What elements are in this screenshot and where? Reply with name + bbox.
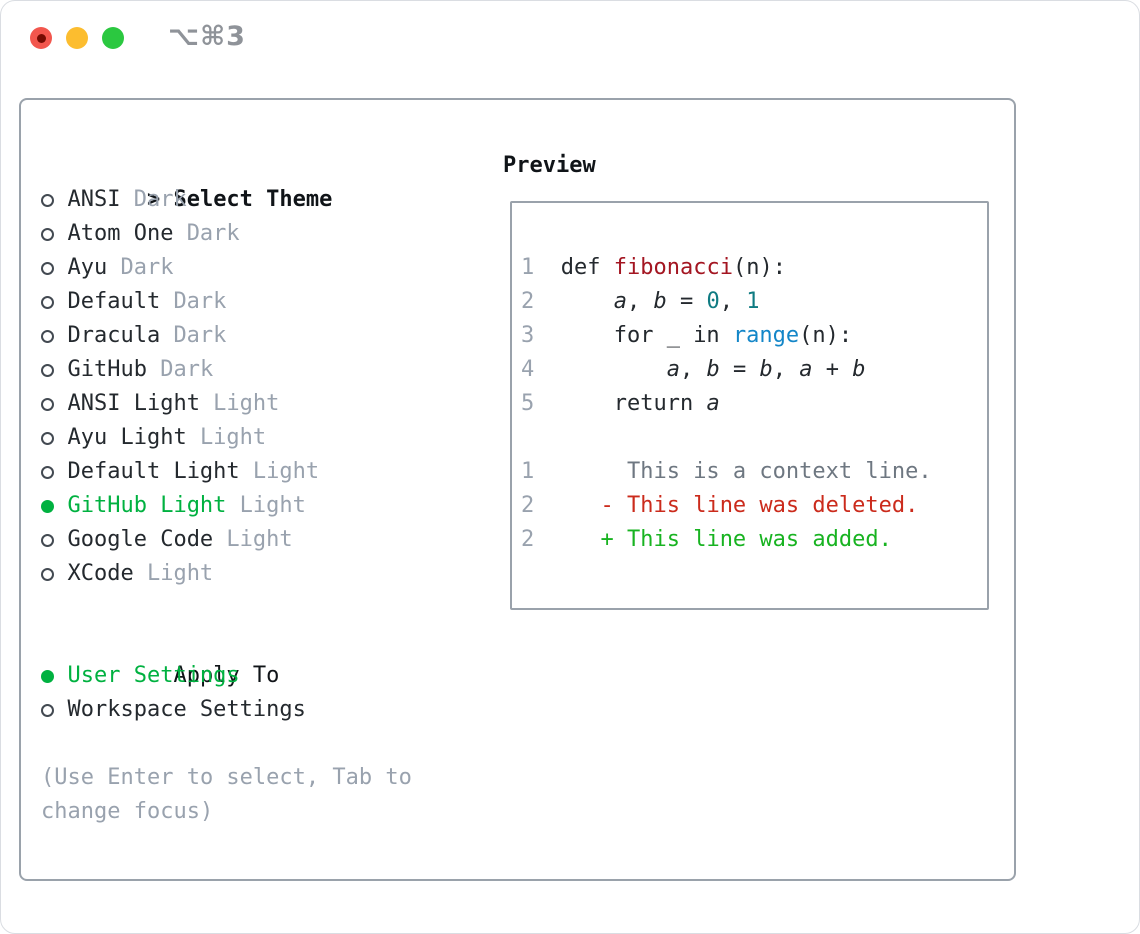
theme-option[interactable]: Ayu Light Light bbox=[41, 421, 475, 455]
close-button[interactable] bbox=[30, 27, 52, 49]
theme-variant: Dark bbox=[173, 323, 227, 348]
code-line: 1 def fibonacci(n): bbox=[521, 255, 786, 280]
radio-icon bbox=[41, 523, 67, 557]
apply-to-label: Apply To bbox=[173, 663, 280, 688]
radio-icon bbox=[41, 285, 67, 319]
record-dot-icon bbox=[36, 33, 46, 43]
code-line bbox=[521, 421, 987, 455]
radio-icon bbox=[41, 659, 67, 693]
radio-selected-icon bbox=[41, 500, 54, 513]
theme-variant: Light bbox=[252, 459, 320, 484]
code-line: 2 - This line was deleted. bbox=[521, 493, 919, 518]
theme-variant: Dark bbox=[173, 289, 227, 314]
code-line: 2 a, b = 0, 1 bbox=[521, 289, 760, 314]
radio-unselected-icon bbox=[41, 432, 54, 445]
spacer bbox=[41, 727, 475, 761]
radio-icon bbox=[41, 251, 67, 285]
apply-option[interactable]: User Settings bbox=[41, 659, 475, 693]
code-line: 3 for _ in range(n): bbox=[521, 323, 853, 348]
theme-variant: Light bbox=[226, 527, 293, 552]
radio-unselected-icon bbox=[41, 398, 54, 411]
theme-option[interactable]: Ayu Dark bbox=[41, 251, 475, 285]
apply-to-header: Apply To bbox=[41, 625, 475, 688]
theme-option[interactable]: Atom One Dark bbox=[41, 217, 475, 251]
radio-icon bbox=[41, 183, 67, 217]
radio-unselected-icon bbox=[41, 534, 54, 547]
theme-variant: Light bbox=[239, 493, 306, 518]
preview-code: 1 def fibonacci(n): 2 a, b = 0, 1 3 for _ … bbox=[512, 203, 987, 557]
theme-option[interactable]: Google Code Light bbox=[41, 523, 475, 557]
radio-unselected-icon bbox=[41, 262, 54, 275]
preview-box: 1 def fibonacci(n): 2 a, b = 0, 1 3 for _ … bbox=[510, 201, 989, 610]
radio-unselected-icon bbox=[41, 364, 54, 377]
radio-unselected-icon bbox=[41, 330, 54, 343]
theme-name: ANSI Light bbox=[67, 391, 200, 416]
theme-name: Atom One bbox=[67, 221, 174, 246]
code-line: 2 + This line was added. bbox=[521, 527, 892, 552]
radio-unselected-icon bbox=[41, 296, 54, 309]
radio-icon bbox=[41, 489, 67, 523]
radio-icon bbox=[41, 455, 67, 489]
radio-unselected-icon bbox=[41, 466, 54, 479]
theme-variant: Dark bbox=[160, 357, 214, 382]
prompt-marker: > bbox=[146, 187, 161, 212]
select-theme-label: Select Theme bbox=[173, 187, 333, 212]
spacer bbox=[41, 591, 475, 625]
titlebar: ⌥⌘3 bbox=[1, 1, 1139, 98]
hint-text: (Use Enter to select, Tab to change focu… bbox=[41, 765, 412, 824]
apply-option[interactable]: Workspace Settings bbox=[41, 693, 475, 727]
radio-icon bbox=[41, 217, 67, 251]
radio-unselected-icon bbox=[41, 568, 54, 581]
radio-unselected-icon bbox=[41, 194, 54, 207]
code-line: 4 a, b = b, a + b bbox=[521, 357, 866, 382]
theme-name: Default bbox=[67, 289, 161, 314]
theme-option[interactable]: GitHub Light Light bbox=[41, 489, 475, 523]
theme-option[interactable]: Default Dark bbox=[41, 285, 475, 319]
apply-option-label: User Settings bbox=[67, 663, 240, 688]
radio-icon bbox=[41, 693, 67, 727]
theme-name: Google Code bbox=[67, 527, 214, 552]
radio-icon bbox=[41, 319, 67, 353]
theme-name: Dracula bbox=[67, 323, 161, 348]
theme-option[interactable]: GitHub Dark bbox=[41, 353, 475, 387]
code-line: 5 return a bbox=[521, 391, 720, 416]
radio-unselected-icon bbox=[41, 228, 54, 241]
theme-variant: Dark bbox=[133, 187, 187, 212]
theme-variant: Dark bbox=[186, 221, 240, 246]
select-theme-header: > Select Theme bbox=[41, 149, 475, 212]
theme-variant: Dark bbox=[120, 255, 174, 280]
apply-option-label: Workspace Settings bbox=[67, 697, 306, 722]
theme-name: Ayu Light bbox=[67, 425, 187, 450]
window-title: ⌥⌘3 bbox=[168, 21, 246, 52]
radio-selected-icon bbox=[41, 670, 54, 683]
radio-icon bbox=[41, 421, 67, 455]
theme-name: XCode bbox=[67, 561, 134, 586]
theme-name: ANSI bbox=[67, 187, 121, 212]
theme-name: GitHub bbox=[67, 357, 147, 382]
theme-variant: Light bbox=[213, 391, 280, 416]
theme-option[interactable]: ANSI Dark bbox=[41, 183, 475, 217]
theme-option[interactable]: XCode Light bbox=[41, 557, 475, 591]
preview-header: Preview bbox=[503, 153, 596, 178]
radio-unselected-icon bbox=[41, 704, 54, 717]
radio-icon bbox=[41, 353, 67, 387]
radio-icon bbox=[41, 557, 67, 591]
minimize-button[interactable] bbox=[66, 27, 88, 49]
theme-name: GitHub Light bbox=[67, 493, 227, 518]
code-line: 1 This is a context line. bbox=[521, 459, 932, 484]
theme-option[interactable]: Default Light Light bbox=[41, 455, 475, 489]
theme-option[interactable]: ANSI Light Light bbox=[41, 387, 475, 421]
radio-icon bbox=[41, 387, 67, 421]
theme-option[interactable]: Dracula Dark bbox=[41, 319, 475, 353]
maximize-button[interactable] bbox=[102, 27, 124, 49]
theme-variant: Light bbox=[199, 425, 267, 450]
theme-name: Ayu bbox=[67, 255, 108, 280]
theme-name: Default Light bbox=[67, 459, 240, 484]
theme-variant: Light bbox=[146, 561, 214, 586]
